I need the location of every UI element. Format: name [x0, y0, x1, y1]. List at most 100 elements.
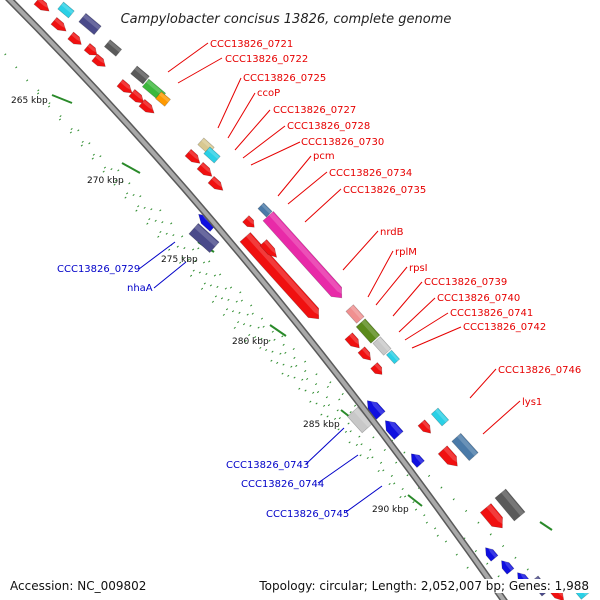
gene-feature[interactable] — [67, 31, 85, 48]
leader-line — [304, 188, 342, 223]
gene-feature[interactable] — [482, 545, 499, 562]
leader-line — [317, 454, 359, 484]
kbp-tick — [539, 521, 553, 531]
gene-label-rplm[interactable]: rplM — [395, 247, 417, 258]
leader-line — [305, 427, 345, 465]
gene-feature[interactable] — [207, 175, 226, 193]
forward-labels: CCC13826_0721 CCC13826_0722 CCC13826_072… — [210, 39, 581, 408]
leader-line — [342, 230, 379, 271]
gene-label-ccc13826-0725[interactable]: CCC13826_0725 — [243, 73, 326, 84]
gene-feature[interactable] — [494, 488, 526, 522]
gene-feature[interactable] — [103, 39, 123, 57]
gene-label-ccc13826-0728[interactable]: CCC13826_0728 — [287, 121, 370, 132]
gene-label-ccc13826-0721[interactable]: CCC13826_0721 — [210, 39, 293, 50]
gene-feature[interactable] — [355, 318, 381, 344]
kbp-label-265: 265 kbp — [11, 96, 48, 106]
leader-line — [482, 400, 521, 435]
gene-feature[interactable] — [239, 232, 324, 323]
kbp-label-280: 280 kbp — [232, 337, 269, 347]
gene-feature[interactable] — [184, 148, 203, 166]
kbp-tick — [269, 324, 287, 337]
gene-feature[interactable] — [498, 558, 515, 575]
gene-feature[interactable] — [257, 202, 273, 218]
leader-line — [375, 266, 408, 306]
gene-feature[interactable] — [196, 161, 215, 179]
leader-line — [167, 42, 209, 73]
gene-label-ccop[interactable]: ccoP — [257, 88, 280, 99]
gene-label-ccc13826-0739[interactable]: CCC13826_0739 — [424, 277, 507, 288]
gene-feature[interactable] — [381, 417, 404, 440]
gene-label-lys1[interactable]: lys1 — [522, 397, 542, 408]
label-leaders — [138, 42, 521, 513]
kbp-label-285: 285 kbp — [303, 420, 340, 430]
gene-feature[interactable] — [50, 16, 69, 34]
gene-feature[interactable] — [83, 42, 100, 58]
kbp-tick — [51, 94, 73, 104]
backbone-shadow — [4, 0, 508, 600]
map-title: Campylobacter concisus 13826, complete g… — [121, 12, 452, 27]
gene-feature[interactable] — [57, 1, 75, 19]
leader-line — [242, 125, 286, 159]
gene-feature[interactable] — [370, 362, 386, 378]
gene-label-ccc13826-0735[interactable]: CCC13826_0735 — [343, 185, 426, 196]
tick-guide — [197, 247, 449, 549]
gene-label-ccc13826-0742[interactable]: CCC13826_0742 — [463, 322, 546, 333]
gene-label-ccc13826-0744[interactable]: CCC13826_0744 — [241, 479, 324, 490]
gene-feature[interactable] — [451, 432, 479, 462]
gene-feature[interactable] — [91, 53, 109, 70]
gene-label-ccc13826-0741[interactable]: CCC13826_0741 — [450, 308, 533, 319]
gene-label-rpsi[interactable]: rpsI — [409, 263, 428, 274]
gene-label-ccc13826-0722[interactable]: CCC13826_0722 — [225, 54, 308, 65]
gene-feature[interactable] — [357, 346, 374, 363]
kbp-tick — [121, 162, 141, 174]
gene-feature[interactable] — [372, 336, 392, 356]
gene-label-nrdb[interactable]: nrdB — [380, 227, 404, 238]
gene-feature[interactable] — [188, 223, 220, 253]
gene-label-ccc13826-0740[interactable]: CCC13826_0740 — [437, 293, 520, 304]
gene-feature[interactable] — [385, 349, 401, 365]
gene-feature[interactable] — [408, 450, 425, 468]
gene-feature[interactable] — [345, 304, 365, 324]
gene-feature[interactable] — [128, 88, 147, 106]
gene-label-ccc13826-0745[interactable]: CCC13826_0745 — [266, 509, 349, 520]
leader-line — [345, 485, 383, 513]
gene-label-ccc13826-0734[interactable]: CCC13826_0734 — [329, 168, 412, 179]
leader-line — [367, 250, 394, 298]
gene-feature[interactable] — [262, 211, 347, 302]
leader-line — [227, 92, 256, 139]
gene-label-ccc13826-0727[interactable]: CCC13826_0727 — [273, 105, 356, 116]
gene-feature[interactable] — [130, 65, 150, 85]
kbp-label-270: 270 kbp — [87, 176, 124, 186]
kbp-scale: 265 kbp 270 kbp 275 kbp 280 kbp 285 kbp … — [11, 96, 409, 515]
leader-line — [392, 281, 423, 317]
gene-label-ccc13826-0743[interactable]: CCC13826_0743 — [226, 460, 309, 471]
gene-feature[interactable] — [259, 239, 280, 261]
gene-feature[interactable] — [437, 445, 462, 470]
gene-label-ccc13826-0746[interactable]: CCC13826_0746 — [498, 365, 581, 376]
gene-feature[interactable] — [242, 215, 258, 231]
kbp-tick — [407, 494, 423, 507]
summary-text: Topology: circular; Length: 2,052,007 bp… — [259, 579, 589, 593]
leader-line — [287, 171, 328, 205]
gene-feature[interactable] — [116, 78, 135, 96]
backbone — [7, 0, 507, 600]
gene-feature[interactable] — [479, 503, 507, 533]
leader-line — [398, 297, 436, 333]
gene-label-ccc13826-0730[interactable]: CCC13826_0730 — [301, 137, 384, 148]
gene-feature[interactable] — [417, 419, 434, 436]
gene-feature[interactable] — [203, 146, 221, 164]
gene-feature[interactable] — [33, 0, 52, 15]
gene-feature[interactable] — [344, 332, 363, 352]
gene-feature[interactable] — [363, 397, 386, 420]
gene-label-ccc13826-0729[interactable]: CCC13826_0729 — [57, 264, 140, 275]
leader-line — [469, 368, 497, 399]
gene-feature[interactable] — [138, 98, 157, 116]
gene-feature[interactable] — [78, 12, 102, 36]
gene-label-pcm[interactable]: pcm — [313, 151, 335, 162]
gene-label-nhaa[interactable]: nhaA — [127, 283, 153, 294]
gene-feature[interactable] — [155, 91, 171, 107]
tick-guide — [239, 291, 487, 591]
leader-line — [138, 241, 176, 270]
gene-feature[interactable] — [430, 407, 450, 427]
